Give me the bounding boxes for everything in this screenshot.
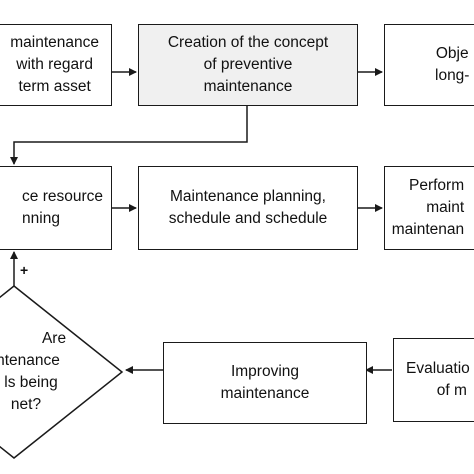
edge-label-plus: + bbox=[20, 262, 29, 278]
node-maintenance-planning-line-1: Maintenance planning, bbox=[170, 188, 326, 205]
node-objectives-line-2: long- bbox=[435, 67, 470, 84]
node-improving-line-2: maintenance bbox=[220, 385, 310, 402]
decision-diamond-line-2: ntenance bbox=[0, 352, 60, 369]
node-resource-planning-text: ce resource nning bbox=[22, 186, 103, 230]
decision-diamond-line-4: net? bbox=[10, 396, 42, 413]
node-performance-line-2: maint bbox=[426, 199, 465, 216]
decision-diamond bbox=[0, 285, 124, 459]
node-concept-line-3: maintenance bbox=[203, 78, 293, 95]
node-maintenance-asset: maintenance with regard term asset bbox=[0, 24, 112, 106]
node-evaluation-line-2: of m bbox=[436, 382, 467, 399]
node-concept: Creation of the concept of preventive ma… bbox=[138, 24, 358, 106]
node-objectives: Obje long- bbox=[384, 24, 474, 106]
node-performance-line-3: maintenan bbox=[391, 221, 465, 238]
node-performance-text: Perform maint maintenan bbox=[392, 175, 465, 241]
node-maintenance-planning-line-2: schedule and schedule bbox=[168, 210, 328, 227]
decision-diamond-line-1: Are bbox=[41, 330, 67, 347]
node-maintenance-planning-text: Maintenance planning, schedule and sched… bbox=[169, 186, 328, 230]
node-improving-line-1: Improving bbox=[230, 363, 300, 380]
node-objectives-line-1: Obje bbox=[435, 45, 469, 62]
decision-diamond-text: Are ntenance ls being net? bbox=[0, 328, 96, 416]
node-maintenance-asset-line-1: maintenance bbox=[10, 34, 99, 51]
node-evaluation: Evaluatio of m bbox=[393, 338, 474, 422]
arrow-concept-to-resource-planning bbox=[10, 106, 248, 165]
node-maintenance-planning: Maintenance planning, schedule and sched… bbox=[138, 166, 358, 250]
node-concept-text: Creation of the concept of preventive ma… bbox=[168, 32, 328, 98]
node-improving-text: Improving maintenance bbox=[221, 361, 310, 405]
node-evaluation-text: Evaluatio of m bbox=[406, 358, 470, 402]
node-improving: Improving maintenance bbox=[163, 342, 367, 424]
node-concept-line-1: Creation of the concept bbox=[167, 34, 329, 51]
node-evaluation-line-1: Evaluatio bbox=[406, 360, 470, 377]
node-maintenance-asset-line-3: term asset bbox=[18, 78, 91, 95]
decision-diamond-line-3: ls being bbox=[4, 374, 58, 391]
node-maintenance-asset-text: maintenance with regard term asset bbox=[10, 32, 99, 98]
node-maintenance-asset-line-2: with regard bbox=[16, 56, 93, 73]
node-concept-line-2: of preventive bbox=[203, 56, 293, 73]
node-performance-line-1: Perform bbox=[409, 177, 465, 194]
node-performance: Perform maint maintenan bbox=[384, 166, 474, 250]
node-objectives-text: Obje long- bbox=[435, 43, 469, 87]
node-resource-planning-line-1: ce resource bbox=[22, 188, 103, 205]
node-resource-planning-line-2: nning bbox=[22, 210, 60, 227]
node-resource-planning: ce resource nning bbox=[0, 166, 112, 250]
